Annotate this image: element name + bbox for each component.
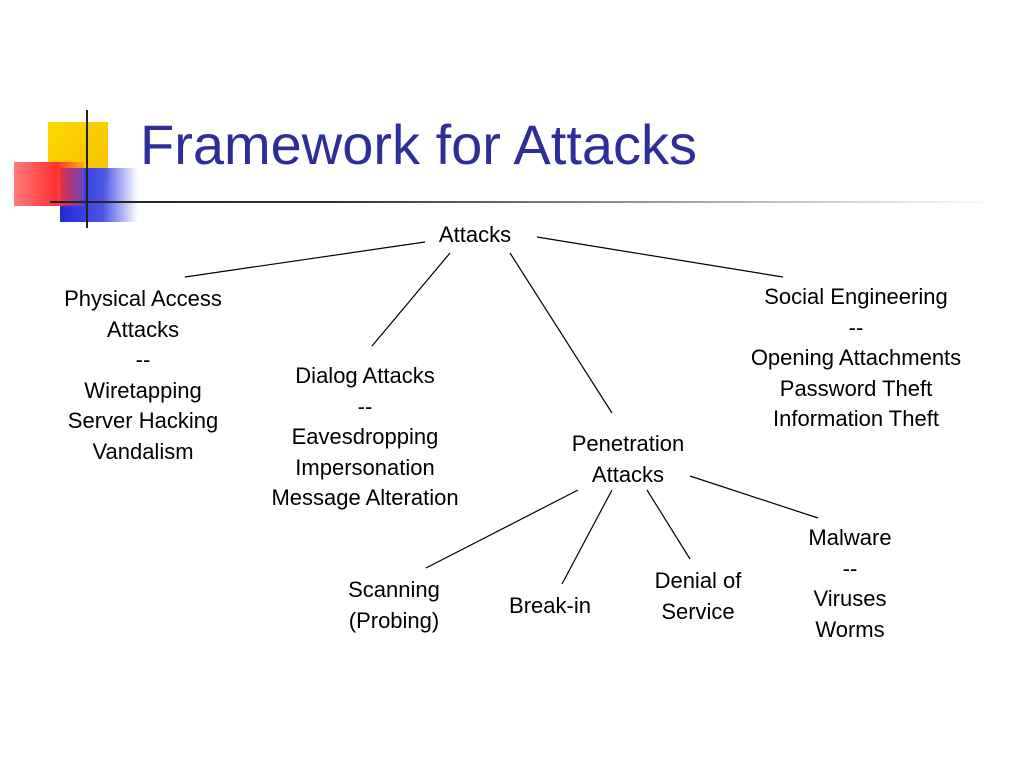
node-line: (Probing) [348, 607, 440, 633]
node-line: Information Theft [773, 406, 939, 431]
node-line: Attacks [591, 461, 665, 487]
node-line: Message Alteration [271, 485, 459, 510]
edge-root-social [536, 236, 784, 278]
node-line: Vandalism [92, 438, 194, 464]
node-line: Dialog Attacks [295, 363, 435, 388]
decor-red-square [14, 162, 84, 206]
node-line: Attacks [438, 222, 512, 247]
node-line: -- [135, 347, 151, 372]
node-line: Malware [808, 525, 892, 550]
node-line: Attacks [106, 316, 180, 342]
node-line: Denial of [654, 568, 742, 593]
edge-penetration-malware [689, 475, 819, 519]
edge-root-dialog [371, 252, 451, 347]
edge-penetration-scanning [425, 489, 579, 569]
node-attacks: Attacks [439, 220, 511, 251]
node-line: Physical Access [64, 286, 222, 311]
node-line: Server Hacking [67, 408, 219, 433]
node-scanning: Scanning (Probing) [348, 575, 440, 636]
node-line: Worms [815, 616, 885, 642]
node-line: -- [842, 555, 858, 581]
node-line: Scanning [348, 577, 440, 602]
node-line: Penetration [571, 431, 685, 456]
node-line: Opening Attachments [750, 345, 962, 370]
node-line: Password Theft [779, 375, 933, 401]
edge-penetration-dos [646, 489, 691, 560]
edge-penetration-breakin [561, 489, 613, 585]
node-line: Impersonation [295, 454, 435, 480]
decor-vertical-line [86, 110, 88, 228]
node-line: Service [661, 598, 735, 624]
node-denial-of-service: Denial of Service [655, 566, 742, 627]
title-underline [50, 201, 1000, 203]
node-line: Viruses [813, 586, 887, 611]
node-line: Wiretapping [84, 377, 202, 403]
edge-root-penetration [509, 252, 613, 414]
node-line: Break-in [509, 593, 591, 618]
node-line: -- [848, 314, 864, 340]
edge-root-physical [184, 241, 426, 278]
node-line: -- [357, 393, 373, 419]
slide-title: Framework for Attacks [140, 113, 698, 176]
node-line: Social Engineering [764, 284, 948, 309]
node-break-in: Break-in [509, 591, 591, 622]
node-line: Eavesdropping [291, 424, 439, 449]
